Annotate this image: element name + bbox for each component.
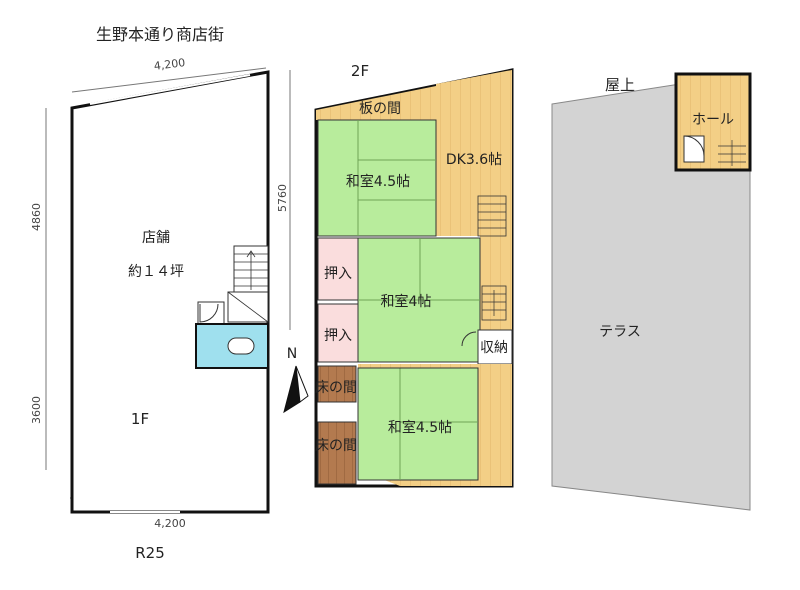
tokonoma-1 bbox=[317, 365, 357, 403]
label-dk: DK3.6帖 bbox=[446, 152, 502, 168]
label-washitsu-top: 和室4.5帖 bbox=[346, 173, 410, 190]
washitsu-top-room bbox=[317, 119, 437, 237]
label-oshiire-1: 押入 bbox=[324, 266, 352, 282]
label-shuno: 収納 bbox=[480, 340, 508, 356]
stairs-1f bbox=[227, 245, 269, 323]
rooftop-plan: 屋上 ホール テラス bbox=[551, 72, 752, 511]
bathtub-icon bbox=[227, 337, 255, 355]
stairs-roof bbox=[718, 140, 746, 166]
label-itanoma: 板の間 bbox=[359, 101, 401, 117]
stairs-2f bbox=[477, 195, 507, 321]
tokonoma-2 bbox=[317, 421, 357, 485]
north-arrow: N bbox=[283, 346, 309, 414]
door-swing-1f bbox=[199, 303, 219, 323]
shop-name: 店舗 bbox=[142, 230, 170, 246]
shop-area: 約１４坪 bbox=[128, 264, 184, 280]
floor-1-label: 1F bbox=[131, 410, 149, 428]
dim-top: 4,200 bbox=[153, 56, 186, 73]
dk-room bbox=[436, 70, 512, 370]
dim-left-lower: 3600 bbox=[30, 396, 43, 424]
label-oshiire-2: 押入 bbox=[324, 328, 352, 344]
label-tokonoma-2: 床の間 bbox=[315, 438, 357, 454]
road-label: R25 bbox=[135, 544, 165, 562]
dim-line-top bbox=[71, 67, 267, 93]
label-terrace: テラス bbox=[599, 324, 641, 340]
north-label: N bbox=[287, 346, 297, 362]
label-washitsu-mid: 和室4帖 bbox=[381, 293, 432, 310]
oshiire-1 bbox=[317, 237, 359, 301]
itanoma-room bbox=[316, 86, 436, 120]
door-swing-roof bbox=[683, 135, 705, 157]
dim-right: 5760 bbox=[276, 184, 289, 212]
terrace-area bbox=[551, 83, 751, 511]
washitsu-bottom-room bbox=[357, 367, 479, 481]
door-swing-2f bbox=[461, 331, 477, 347]
shuno-closet bbox=[477, 329, 513, 365]
label-hall: ホール bbox=[692, 112, 734, 128]
front-window bbox=[89, 74, 251, 105]
label-washitsu-bottom: 和室4.5帖 bbox=[388, 419, 452, 436]
dim-left-upper: 4860 bbox=[30, 203, 43, 231]
floor-2-label: 2F bbox=[351, 62, 369, 80]
dim-bottom: 4,200 bbox=[154, 517, 186, 530]
label-tokonoma-1: 床の間 bbox=[315, 380, 357, 396]
floor-1-plan: 4,200 4,200 4860 3600 5760 店舗 約１４ bbox=[30, 56, 291, 530]
street-name: 生野本通り商店街 bbox=[96, 25, 224, 44]
rooftop-label: 屋上 bbox=[605, 76, 635, 94]
hall-door bbox=[683, 135, 705, 163]
floor-2-plan: 2F bbox=[314, 62, 514, 488]
